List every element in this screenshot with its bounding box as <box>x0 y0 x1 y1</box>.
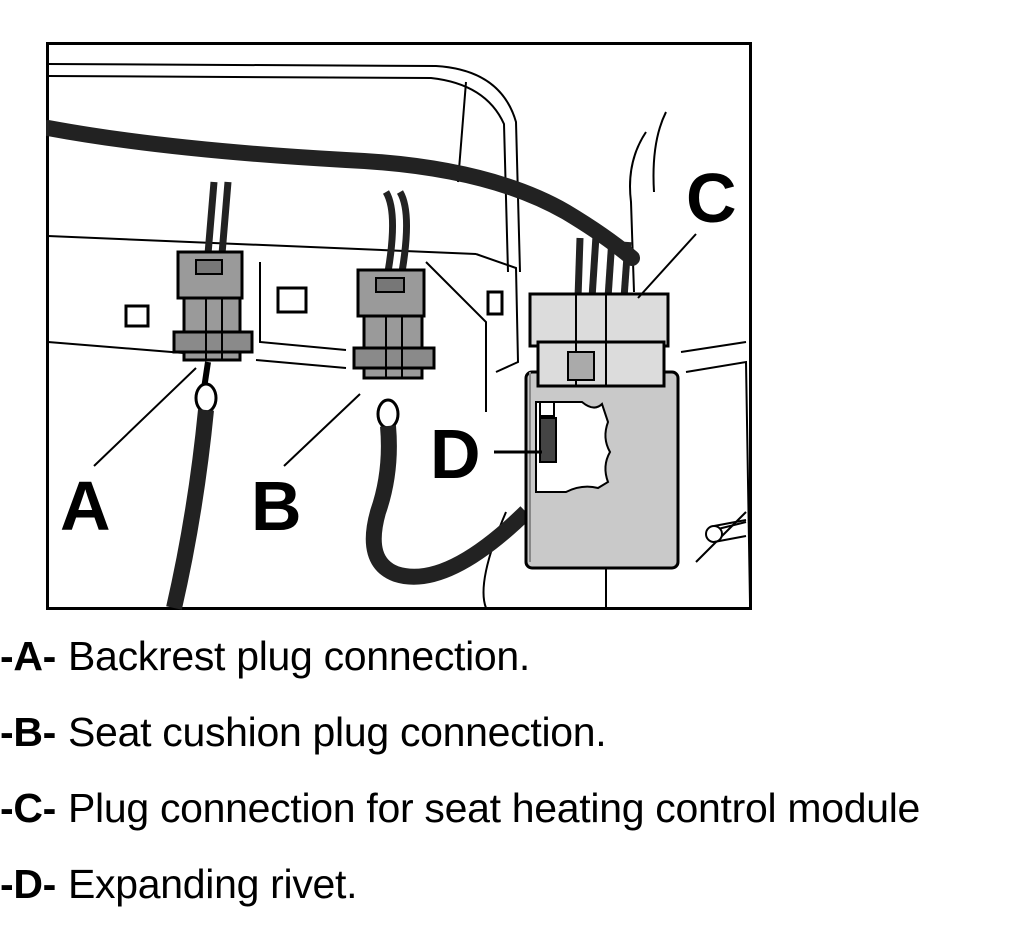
callout-d: D <box>430 415 481 493</box>
control-module <box>524 235 747 570</box>
legend-text-c: Plug connection for seat heating control… <box>68 784 921 831</box>
legend-text-a: Backrest plug connection. <box>68 632 531 679</box>
cable-b-loop <box>365 425 532 585</box>
legend-key-d: -D- <box>0 860 57 907</box>
legend-item-d: -D- Expanding rivet. <box>0 846 1032 922</box>
leader-a <box>93 367 197 467</box>
cable-a-down <box>166 409 214 610</box>
connector-a <box>166 181 254 610</box>
leader-c <box>637 233 697 299</box>
legend-text-d: Expanding rivet. <box>68 860 358 907</box>
legend: -A- Backrest plug connection. -B- Seat c… <box>0 618 1032 922</box>
legend-key-c: -C- <box>0 784 57 831</box>
connector-b <box>352 190 532 585</box>
expanding-rivet <box>539 417 557 463</box>
legend-item-a: -A- Backrest plug connection. <box>0 618 1032 694</box>
main-harness-cable <box>46 120 640 266</box>
callout-b: B <box>251 467 302 545</box>
callout-a: A <box>60 467 111 545</box>
frame-holes <box>124 286 504 328</box>
legend-key-b: -B- <box>0 708 57 755</box>
seat-frame <box>47 63 751 609</box>
legend-key-a: -A- <box>0 632 57 679</box>
legend-item-b: -B- Seat cushion plug connection. <box>0 694 1032 770</box>
legend-text-b: Seat cushion plug connection. <box>68 708 607 755</box>
callout-c: C <box>686 159 737 237</box>
leader-lines <box>93 233 697 467</box>
wiring-illustration: A B C D <box>46 42 752 610</box>
legend-item-c: -C- Plug connection for seat heating con… <box>0 770 1032 846</box>
leader-b <box>283 393 361 467</box>
